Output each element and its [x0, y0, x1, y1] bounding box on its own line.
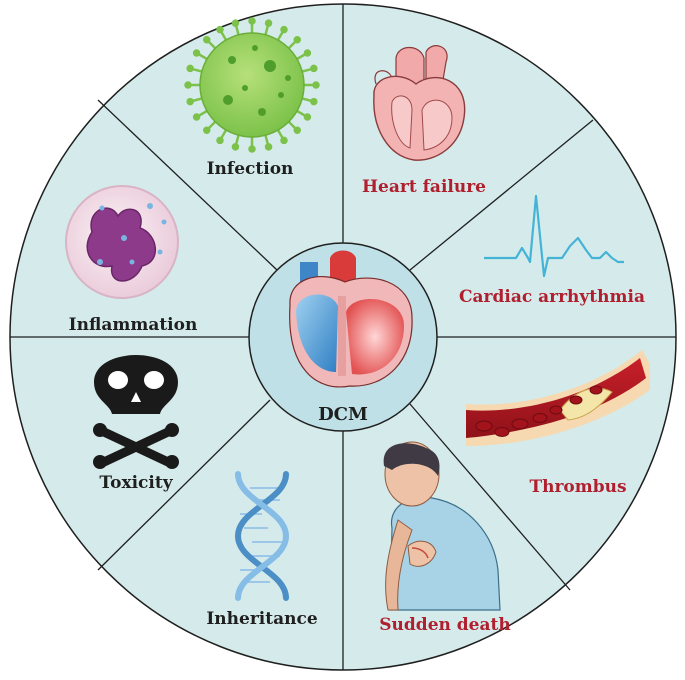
sector-dividers — [10, 4, 676, 670]
ecg-wave-icon — [484, 194, 624, 278]
cause-label-inflammation: Inflammation — [69, 315, 198, 335]
effect-label-cardiac-arrhythmia: Cardiac arrhythmia — [459, 287, 645, 307]
effect-label-thrombus: Thrombus — [529, 477, 626, 497]
heart-icon — [373, 45, 466, 161]
cause-label-toxicity: Toxicity — [99, 473, 173, 493]
effect-label-heart-failure: Heart failure — [362, 177, 486, 197]
effect-label-sudden-death: Sudden death — [379, 615, 510, 635]
skull-crossbones-icon — [93, 355, 179, 469]
chest-pain-person-icon — [383, 441, 501, 611]
dna-helix-icon — [234, 471, 290, 601]
virus-icon — [184, 17, 320, 153]
center-label: DCM — [318, 404, 368, 425]
blood-vessel-clot-icon — [466, 350, 650, 446]
dcm-heart-icon — [289, 250, 413, 388]
cause-label-inheritance: Inheritance — [206, 609, 317, 629]
white-blood-cell-icon — [65, 185, 179, 299]
cause-label-infection: Infection — [207, 159, 294, 179]
